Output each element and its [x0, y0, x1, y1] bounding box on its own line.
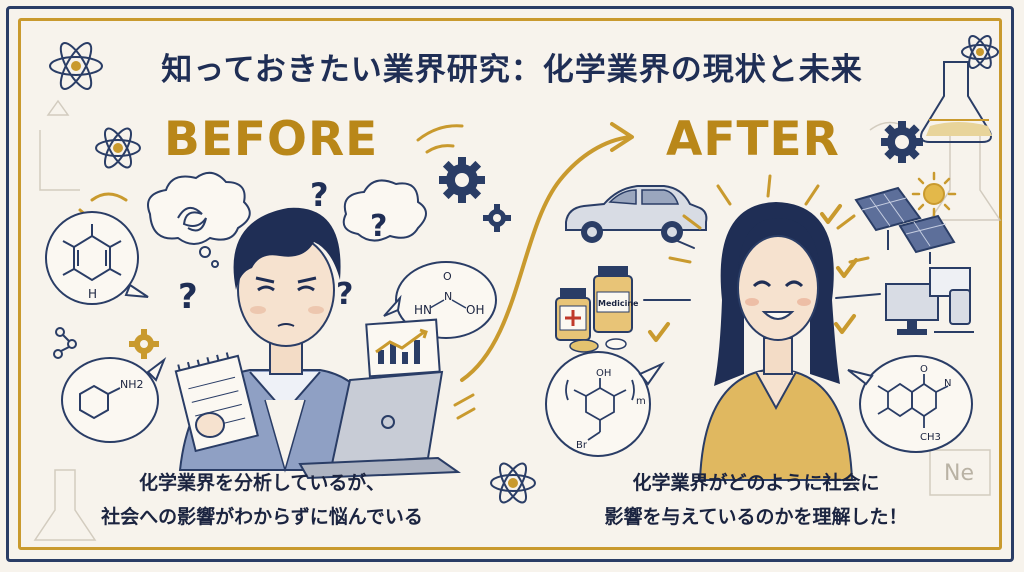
quinoxaline-bubble: O N CH3	[847, 355, 973, 453]
formula-n: N	[444, 290, 452, 303]
formula-o: O	[443, 270, 452, 283]
polymer-bubble: OH m Br	[545, 351, 665, 457]
molecule-scribble	[53, 327, 77, 359]
transition-arrow	[453, 122, 634, 420]
before-heading: BEFORE	[158, 112, 385, 167]
flask-icon	[920, 61, 992, 143]
after-caption-line1: 化学業界がどのように社会に	[632, 472, 880, 494]
after-heading-text: AFTER	[666, 112, 840, 167]
sun-icon	[911, 171, 957, 217]
quinox-n: N	[944, 378, 951, 389]
benzene-label-h: H	[88, 287, 97, 301]
polymer-m: m	[636, 396, 646, 407]
svg-text:?: ?	[336, 277, 353, 312]
checkmark-icons	[648, 204, 858, 342]
aniline-bubble: NH2	[61, 357, 167, 443]
growth-chart-card	[365, 318, 441, 378]
decor-strokes	[78, 124, 464, 218]
periodic-tile-sketch	[929, 449, 991, 496]
after-heading: AFTER	[660, 112, 846, 167]
after-caption: 化学業界がどのように社会に 影響を与えているのかを理解した！	[566, 466, 946, 534]
medicine-label: Medicine	[598, 299, 639, 308]
connector-lines	[643, 235, 881, 301]
before-caption: 化学業界を分析しているが、 社会への影響がわからずに悩んでいる	[72, 466, 452, 534]
atom-icon	[95, 127, 141, 169]
after-caption-line2: 影響を与えているのかを理解した！	[604, 506, 908, 528]
thought-cloud-question: ?	[342, 179, 427, 244]
page-title: 知っておきたい業界研究：化学業界の現状と未来	[161, 52, 863, 88]
atom-icon	[49, 42, 103, 90]
gear-icon	[439, 157, 485, 203]
gear-icon	[483, 204, 511, 232]
atom-icon	[961, 35, 999, 69]
gear-icon	[129, 329, 159, 359]
formula-bubble: HN O N OH	[383, 261, 497, 339]
flask-sketch-left	[33, 469, 97, 541]
smiling-woman	[698, 202, 854, 481]
before-caption-line1: 化学業界を分析しているが、	[138, 472, 386, 494]
solar-panel-icon	[854, 186, 956, 264]
svg-text:?: ?	[178, 277, 198, 317]
svg-text:?: ?	[370, 209, 387, 244]
formula-oh: OH	[466, 303, 484, 317]
before-caption-line2: 社会への影響がわからずに悩んでいる	[101, 506, 423, 528]
question-marks: ? ? ?	[178, 176, 353, 317]
laptop-icon	[298, 370, 462, 480]
thought-cloud-scribble	[147, 171, 251, 268]
inner-border	[18, 18, 1002, 550]
polymer-oh: OH	[596, 368, 611, 379]
element-tile: Ne	[944, 461, 974, 486]
quinox-ch3: CH3	[920, 432, 941, 443]
formula-hn: HN	[414, 303, 432, 317]
quinox-o: O	[920, 364, 928, 375]
before-heading-text: BEFORE	[164, 112, 379, 167]
aniline-label: NH2	[120, 378, 144, 391]
polymer-br: Br	[576, 440, 588, 451]
gear-icon	[881, 121, 923, 163]
element-symbol: Ne	[944, 461, 974, 486]
outer-border	[6, 6, 1014, 562]
devices-icon	[885, 267, 974, 335]
medicine-bottles: Medicine	[555, 266, 639, 353]
car-icon	[565, 185, 708, 243]
atom-icon	[490, 462, 536, 504]
benzene-bubble: H	[45, 211, 149, 305]
svg-text:?: ?	[310, 176, 329, 214]
